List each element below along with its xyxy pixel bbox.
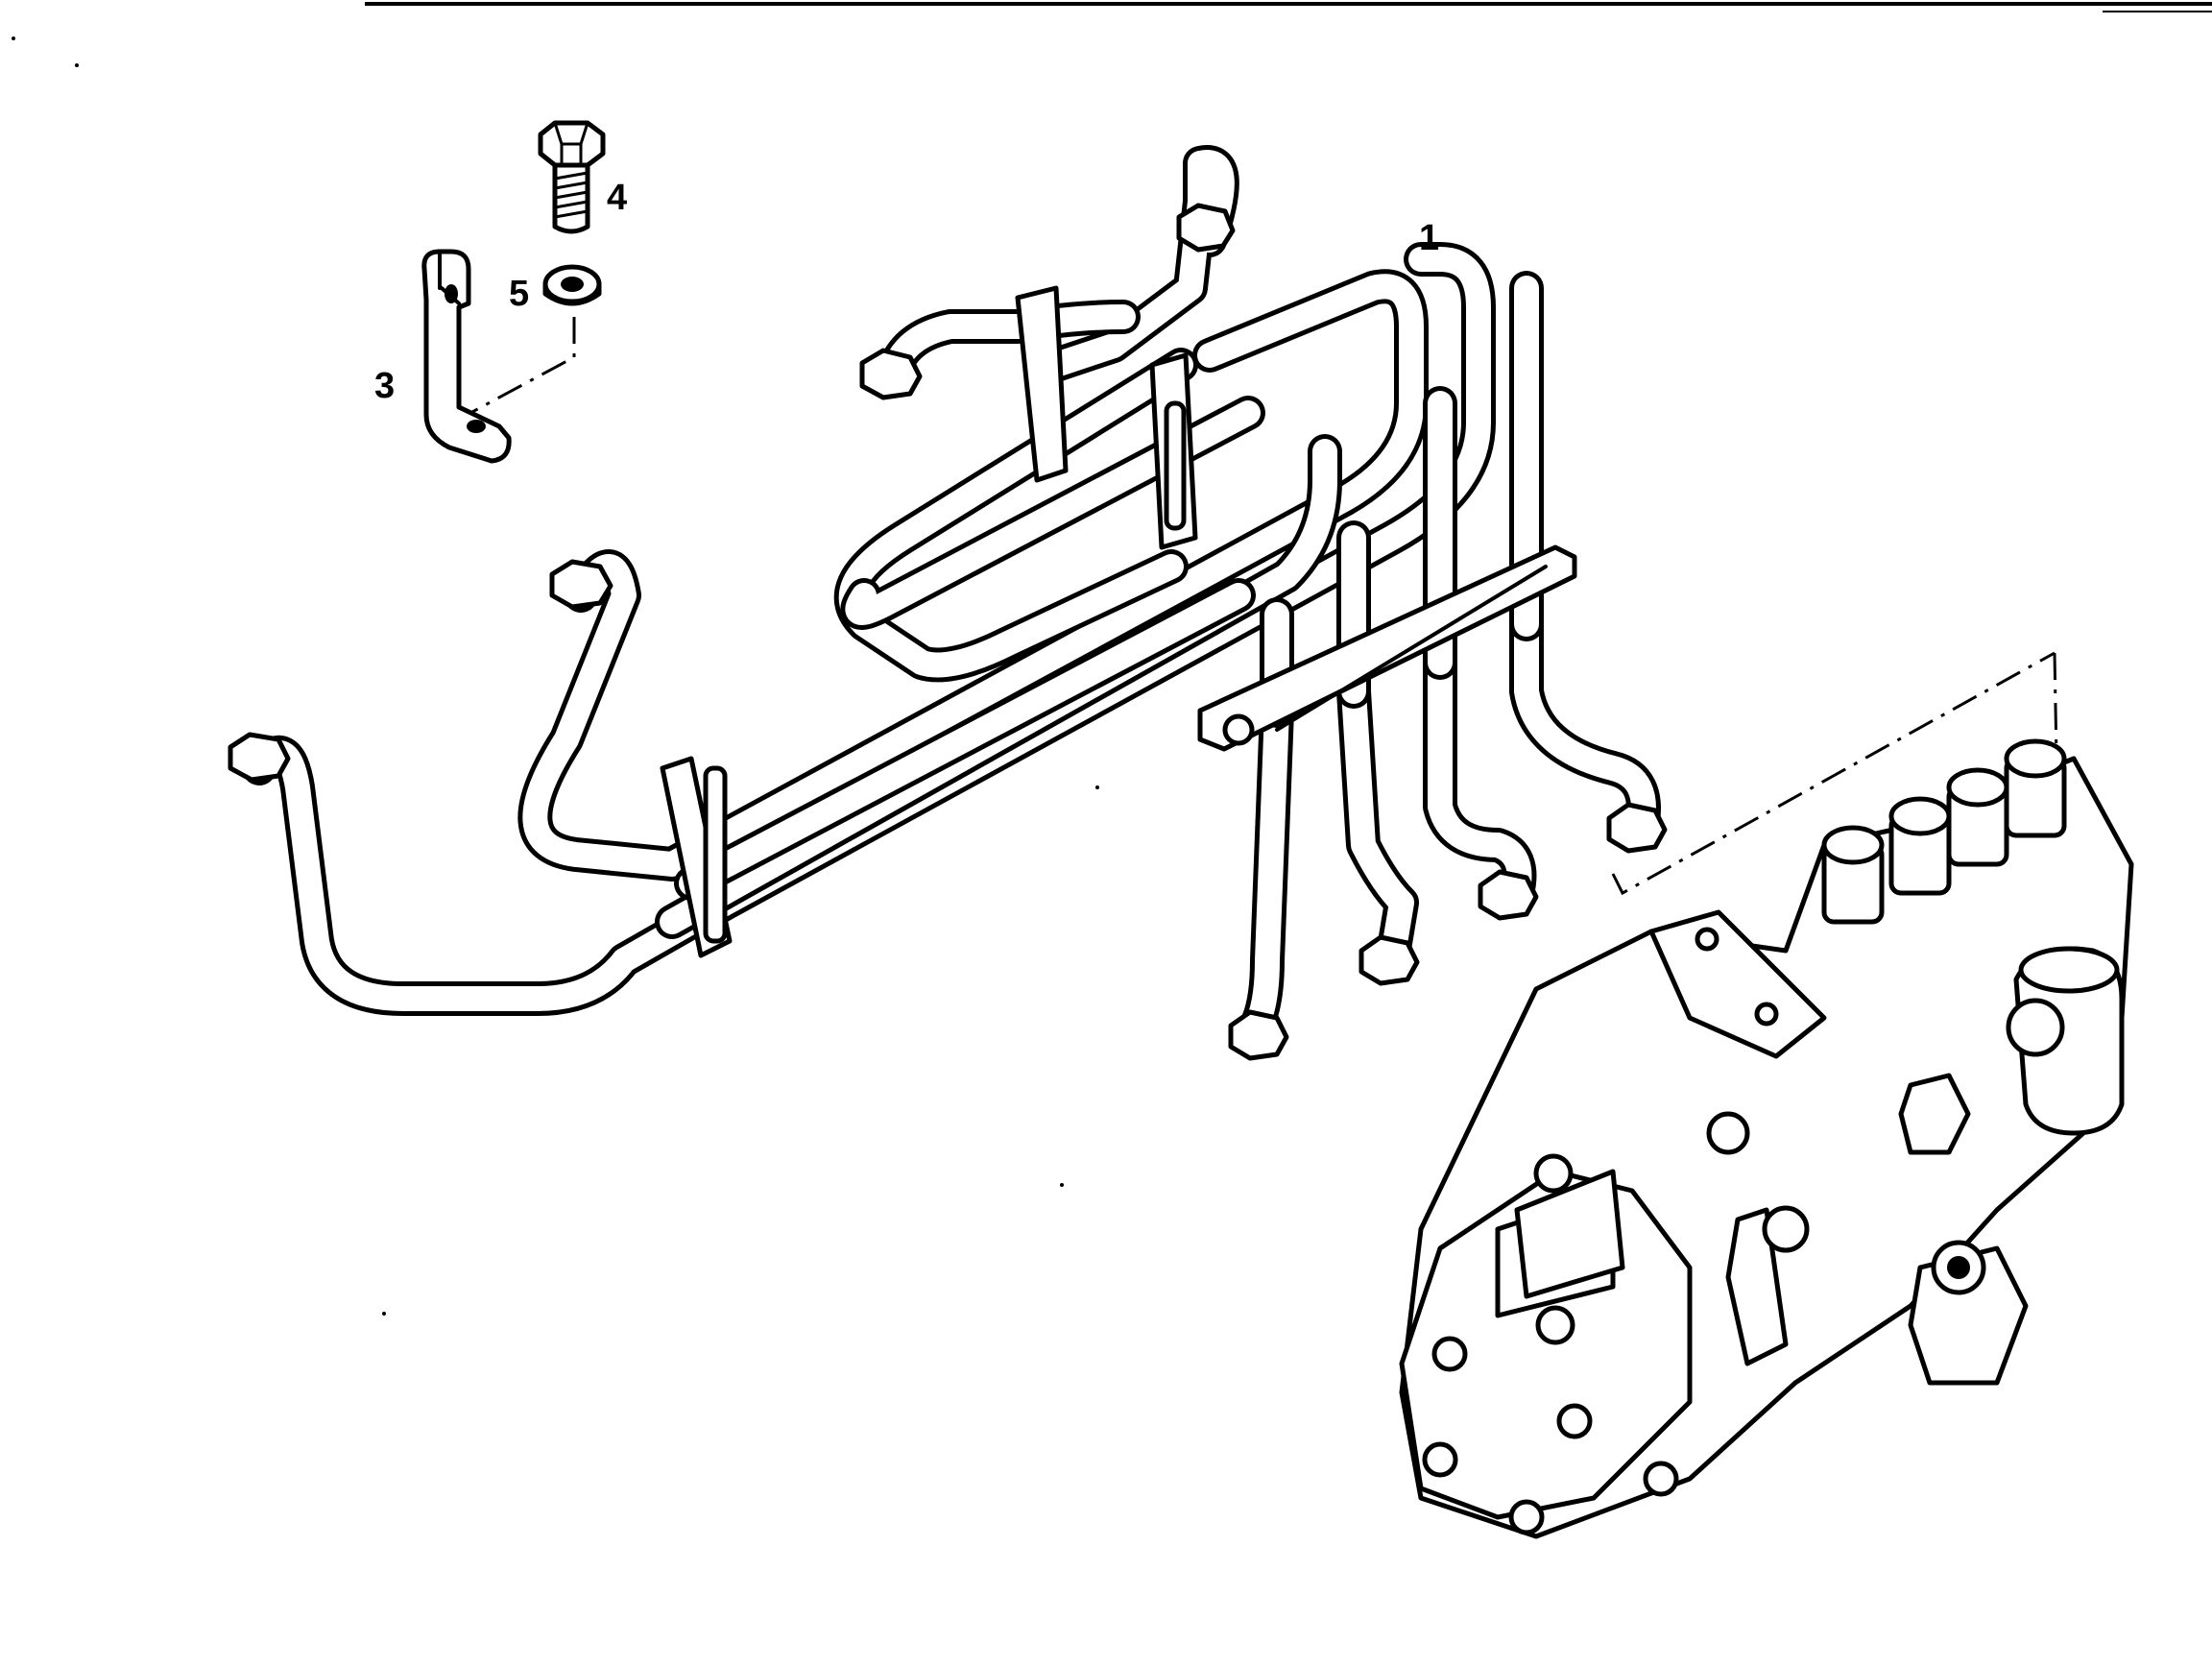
callout-4: 4 [607,178,627,218]
assembly-leader-line [469,317,576,415]
washer-icon [542,264,602,306]
injection-pump-icon [1399,738,2134,1539]
pump-leader-line [1611,651,2058,896]
top-border-line [365,2,2212,12]
scan-speck-marks [12,36,1099,1316]
hex-bolt-icon [538,120,606,234]
callout-1: 1 [1419,218,1439,258]
callout-3: 3 [374,366,395,406]
mounting-bracket-icon [421,249,512,464]
callout-5: 5 [509,274,529,314]
injection-pipe-set-icon [228,145,1668,1061]
